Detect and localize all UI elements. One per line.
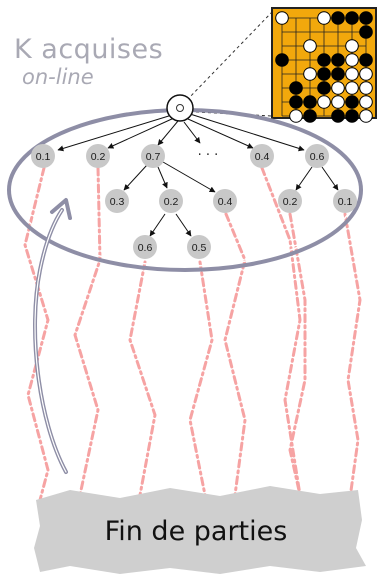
go-stone-black: [275, 53, 289, 67]
tree-node: 0.1: [31, 144, 55, 168]
tree-node: 0.2: [86, 144, 110, 168]
go-stone-white: [345, 67, 359, 81]
edge-root-l1-4: [187, 118, 254, 149]
edge-root-l1-1: [57, 114, 173, 152]
go-stone-black: [359, 53, 373, 67]
go-stone-black: [303, 109, 317, 123]
title-sub: on-line: [22, 65, 94, 89]
go-stone-black: [289, 81, 303, 95]
edge-l2-2-l3-2: [175, 213, 192, 237]
go-stone-white: [331, 95, 345, 109]
go-stone-black: [345, 11, 359, 25]
footer-label: Fin de parties: [105, 516, 288, 547]
feedback-arrowhead: [50, 198, 72, 220]
edge-root-dots: [183, 121, 201, 144]
go-stone-white: [317, 95, 331, 109]
svg-text:0.1: 0.1: [36, 151, 51, 163]
title-main: K acquises: [14, 34, 163, 65]
go-stone-black: [317, 53, 331, 67]
tree-node: 0.4: [213, 189, 237, 213]
knowledge-ellipse-inner: [12, 113, 358, 267]
go-stone-black: [359, 25, 373, 39]
go-stone-white: [331, 81, 345, 95]
tree-node: 0.1: [333, 189, 357, 213]
go-stone-black: [331, 53, 345, 67]
playout-line-7: [288, 212, 307, 497]
go-stone-white: [345, 39, 359, 53]
svg-text:0.3: 0.3: [110, 196, 125, 208]
go-stone-white: [359, 95, 373, 109]
go-stone-white: [303, 39, 317, 53]
edge-root-l1-3: [157, 120, 179, 146]
svg-text:0.4: 0.4: [255, 151, 270, 163]
go-board: [271, 7, 377, 123]
edge-l1-5-l2-4: [295, 166, 313, 191]
go-stone-black: [289, 95, 303, 109]
go-stone-white: [275, 11, 289, 25]
tree-node: 0.5: [187, 235, 211, 259]
edge-root-l1-5: [189, 113, 305, 152]
tree-node: 0.2: [159, 189, 183, 213]
go-stone-white: [345, 81, 359, 95]
feedback-arrow: [33, 198, 72, 474]
tree-node: 0.3: [105, 189, 129, 213]
playout-line-4: [188, 260, 214, 497]
go-stone-black: [331, 109, 345, 123]
go-stone-white: [359, 67, 373, 81]
tree-node: 0.6: [133, 235, 157, 259]
svg-text:0.5: 0.5: [192, 242, 207, 254]
go-stone-white: [289, 109, 303, 123]
tree-node: 0.2: [278, 189, 302, 213]
svg-text:0.6: 0.6: [310, 151, 325, 163]
tree-ellipsis: · · ·: [198, 148, 219, 163]
go-stone-white: [359, 81, 373, 95]
edge-l1-5-l2-5: [321, 166, 339, 191]
knowledge-ellipse: [7, 108, 363, 272]
tree-edges: [57, 113, 339, 237]
svg-text:0.7: 0.7: [146, 151, 161, 163]
tree-level3: 0.6 0.5: [133, 235, 211, 259]
go-stone-black: [303, 95, 317, 109]
tree-root: [166, 94, 194, 122]
go-stone-white: [317, 11, 331, 25]
edge-l1-3-l2-3: [162, 161, 216, 193]
go-stone-black: [345, 109, 359, 123]
playout-line-8: [343, 212, 362, 500]
svg-text:0.2: 0.2: [91, 151, 106, 163]
edge-l1-3-l2-2: [157, 166, 168, 189]
svg-text:0.2: 0.2: [164, 196, 179, 208]
edge-l1-3-l2-1: [123, 164, 148, 191]
tree-node: 0.6: [305, 144, 329, 168]
go-stone-black: [317, 81, 331, 95]
go-stone-black: [331, 11, 345, 25]
zoom-lines: [186, 11, 273, 117]
playout-line-2: [73, 166, 102, 497]
svg-text:0.6: 0.6: [138, 242, 153, 254]
tree-level1: 0.1 0.2 0.7 · · · 0.4 0.6: [31, 144, 329, 168]
tree-node: 0.7: [141, 144, 165, 168]
svg-text:0.1: 0.1: [338, 196, 353, 208]
playout-line-3: [128, 260, 157, 497]
go-stone-white: [345, 53, 359, 67]
go-stone-white: [303, 67, 317, 81]
edge-l2-2-l3-1: [149, 213, 166, 237]
playout-line-5: [223, 212, 247, 497]
edge-root-l1-2: [107, 117, 175, 149]
go-stone-black: [317, 67, 331, 81]
svg-text:0.2: 0.2: [283, 196, 298, 208]
go-stone-white: [359, 109, 373, 123]
go-stone-black: [331, 67, 345, 81]
go-stone-black: [359, 11, 373, 25]
go-stone-black: [345, 95, 359, 109]
tree-level2: 0.3 0.2 0.4 0.2 0.1: [105, 189, 357, 213]
svg-text:0.4: 0.4: [218, 196, 233, 208]
playout-lines: [23, 166, 362, 502]
tree-node: 0.4: [250, 144, 274, 168]
footer-blob: [34, 486, 366, 574]
playout-line-6: [260, 166, 302, 497]
